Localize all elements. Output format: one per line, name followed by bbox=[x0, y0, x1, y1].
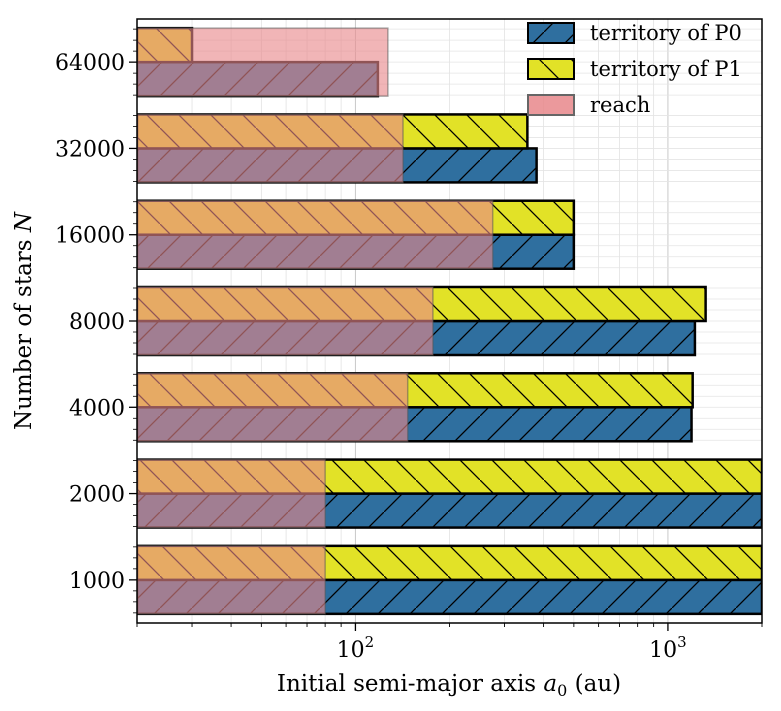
bars bbox=[137, 26, 762, 616]
bar-reach bbox=[137, 458, 326, 529]
y-tick-label: 1000 bbox=[69, 569, 125, 594]
legend-label: reach bbox=[590, 93, 650, 117]
y-tick-label: 64000 bbox=[55, 51, 125, 76]
y-tick-label: 16000 bbox=[55, 224, 125, 249]
bar-reach bbox=[137, 27, 389, 97]
bar-reach bbox=[137, 286, 434, 356]
x-tick-exponent: 2 bbox=[365, 633, 375, 651]
legend-label: territory of P0 bbox=[590, 21, 742, 45]
x-tick-label: 103 bbox=[649, 633, 687, 663]
x-tick-base: 10 bbox=[337, 638, 365, 663]
x-tick-label: 102 bbox=[337, 633, 375, 663]
legend-swatch-hatch bbox=[527, 22, 575, 44]
legend: territory of P0 territory of P1 reach bbox=[527, 21, 742, 117]
legend-swatch-hatch bbox=[527, 58, 575, 80]
x-tick-exponent: 3 bbox=[677, 633, 687, 651]
y-tick-label: 8000 bbox=[69, 310, 125, 335]
legend-swatch-border bbox=[527, 94, 575, 116]
bar-reach bbox=[137, 545, 326, 615]
y-tick-label: 2000 bbox=[69, 483, 125, 508]
bar-reach bbox=[137, 199, 494, 270]
legend-swatch bbox=[528, 95, 574, 115]
bar-reach bbox=[137, 113, 404, 184]
y-axis-label: Number of stars N bbox=[11, 211, 37, 430]
bar-reach bbox=[137, 372, 409, 443]
y-tick-label: 4000 bbox=[69, 396, 125, 421]
x-axis-label: Initial semi-major axis a0 (au) bbox=[277, 671, 621, 700]
y-tick-label: 32000 bbox=[55, 137, 125, 162]
legend-label: territory of P1 bbox=[590, 57, 742, 81]
x-tick-base: 10 bbox=[649, 638, 677, 663]
